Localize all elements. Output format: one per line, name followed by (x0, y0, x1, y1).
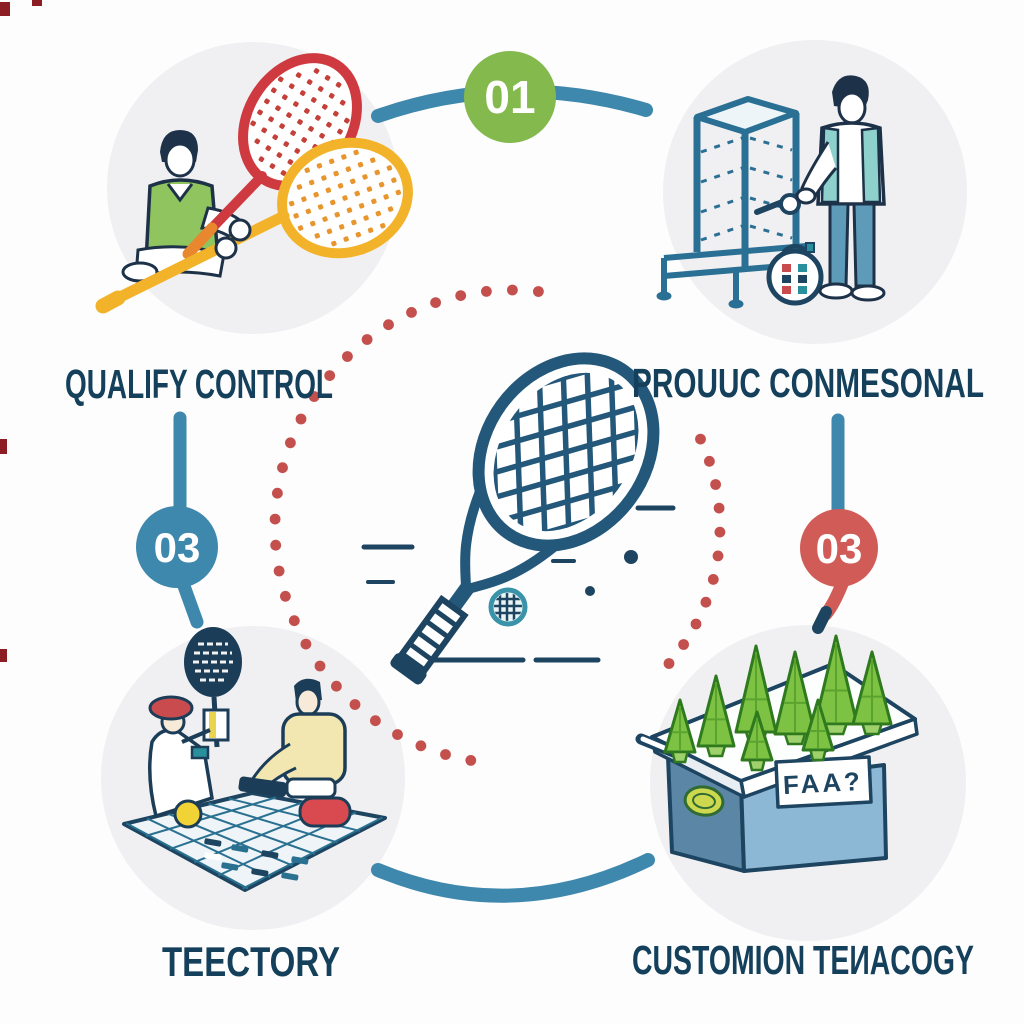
dotted-arc-left (269, 284, 544, 766)
yellow-racket-icon (95, 137, 413, 314)
dotted-arc-right (663, 433, 726, 669)
tennis-ball-icon (488, 587, 528, 627)
badge-01-number: 01 (484, 71, 535, 123)
mat-pattern (204, 838, 309, 881)
sign-racket-icon (184, 627, 242, 748)
label-production: PROUUC CONMESONAL (632, 360, 984, 406)
inspector-icon (148, 695, 214, 819)
stringing-machine-illustration (656, 75, 886, 309)
craftsman-icon (238, 678, 352, 828)
connector-tail-tip (812, 606, 832, 634)
badge-03-left-number: 03 (154, 524, 201, 571)
dot-large (624, 550, 638, 564)
ball-icon (173, 799, 203, 829)
motion-dashes (361, 505, 676, 663)
quality-control-illustration (95, 53, 413, 314)
factory-illustration (122, 627, 387, 892)
seal-badge-icon (683, 785, 725, 817)
worker-icon (121, 130, 248, 283)
connector-arc-bottom (371, 853, 655, 903)
crate-label-plate (774, 755, 873, 809)
dot-small (585, 586, 595, 596)
packaging-illustration: FAA? (635, 634, 919, 873)
badge-03-right-number: 03 (816, 525, 863, 572)
crate-label-text: FAA? (782, 766, 863, 800)
badge-01: 01 (464, 51, 556, 143)
gauge-icon (766, 242, 824, 306)
stringing-frame-icon (656, 96, 809, 309)
tree-cones-icon (663, 634, 893, 772)
pulley-icon (779, 193, 801, 215)
edge-marks (0, 0, 42, 662)
badge-03-right: 03 (800, 509, 878, 587)
label-packaging: CUSTOMION TEИACOGY (632, 937, 974, 983)
label-factory: TEECTORY (162, 938, 340, 985)
label-quality: QUALIFY CONTROL (65, 361, 333, 407)
badge-03-left: 03 (136, 506, 218, 588)
technician-icon (795, 75, 886, 302)
connector-line-left-bottom (177, 579, 204, 629)
